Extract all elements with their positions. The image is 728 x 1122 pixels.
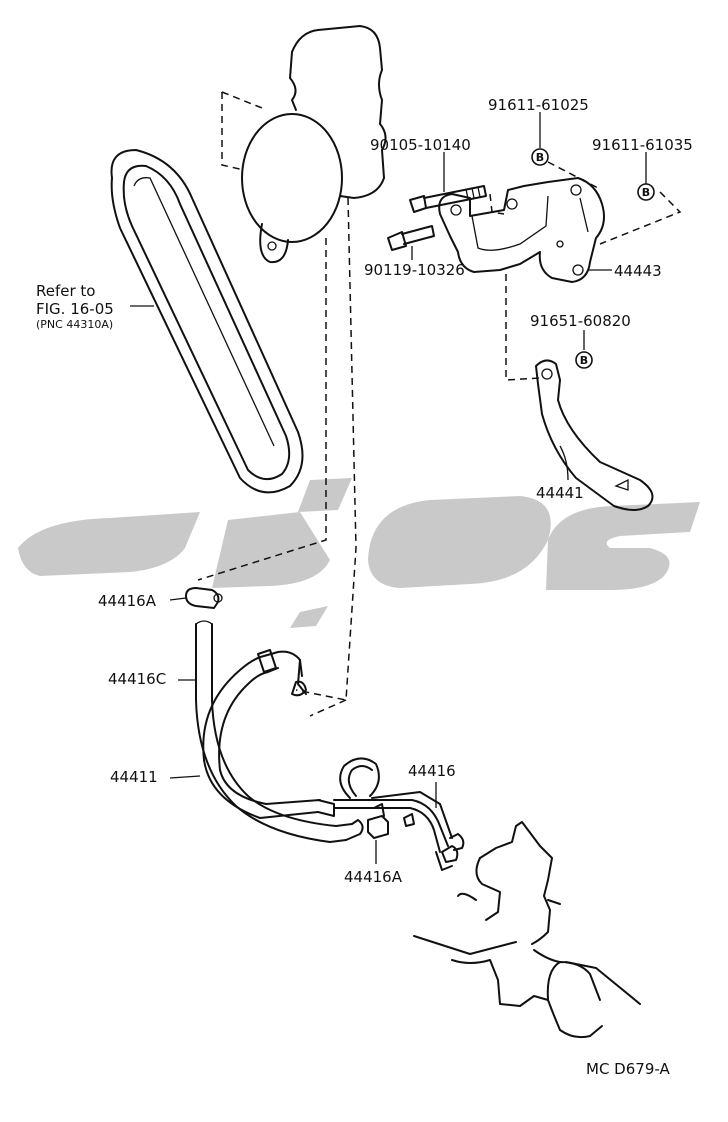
nut-badge-2: B (637, 183, 655, 201)
leader-p7 (559, 445, 569, 481)
pump-dashed-drop-2 (295, 197, 357, 701)
label-91611-61025: 91611-61025 (488, 96, 589, 114)
label-90119-10326: 90119-10326 (364, 261, 465, 279)
leader-p10 (169, 775, 201, 779)
pnc-reference: (PNC 44310A) (36, 318, 113, 331)
label-44416A-lower: 44416A (344, 868, 403, 886)
label-44441: 44441 (536, 484, 584, 502)
clamp-upper (185, 587, 223, 609)
pump-dashed-box (221, 91, 263, 171)
label-44416A-upper: 44416A (98, 592, 157, 610)
watermark (18, 478, 700, 628)
nut-badge-3: B (575, 351, 593, 369)
steering-gear (413, 821, 641, 1039)
diagram-code: MC D679-A (586, 1060, 670, 1078)
bolt-90119-10326 (387, 225, 435, 251)
bolt-dashed-line (489, 193, 505, 215)
label-91651-60820: 91651-60820 (530, 312, 631, 330)
clamp-lower (367, 803, 389, 839)
figure-reference: FIG. 16-05 (36, 300, 114, 318)
svg-text:B: B (642, 186, 650, 199)
pressure-hose-44411 (202, 649, 335, 819)
pump-dashed-drop-3 (309, 699, 347, 717)
bolt-90105-10140 (409, 185, 487, 213)
label-90105-10140: 90105-10140 (370, 136, 471, 154)
label-44416: 44416 (408, 762, 456, 780)
nut-dashed-line-1 (547, 161, 599, 189)
nut-badge-1: B (531, 148, 549, 166)
pressure-tube-44416 (333, 757, 465, 871)
nut-dashed-line-2 (599, 191, 682, 245)
refer-to-text: Refer to (36, 282, 95, 300)
power-steering-pump (241, 25, 387, 264)
adjusting-bar-44441 (535, 359, 654, 511)
label-44416C: 44416C (108, 670, 166, 688)
v-belt (110, 149, 304, 494)
pump-dashed-drop-1 (197, 238, 327, 581)
svg-text:B: B (580, 354, 588, 367)
label-44411: 44411 (110, 768, 158, 786)
svg-text:B: B (536, 151, 544, 164)
pump-bracket-44443 (438, 177, 605, 283)
label-91611-61035: 91611-61035 (592, 136, 693, 154)
leader-p8 (169, 597, 187, 601)
label-44443: 44443 (614, 262, 662, 280)
